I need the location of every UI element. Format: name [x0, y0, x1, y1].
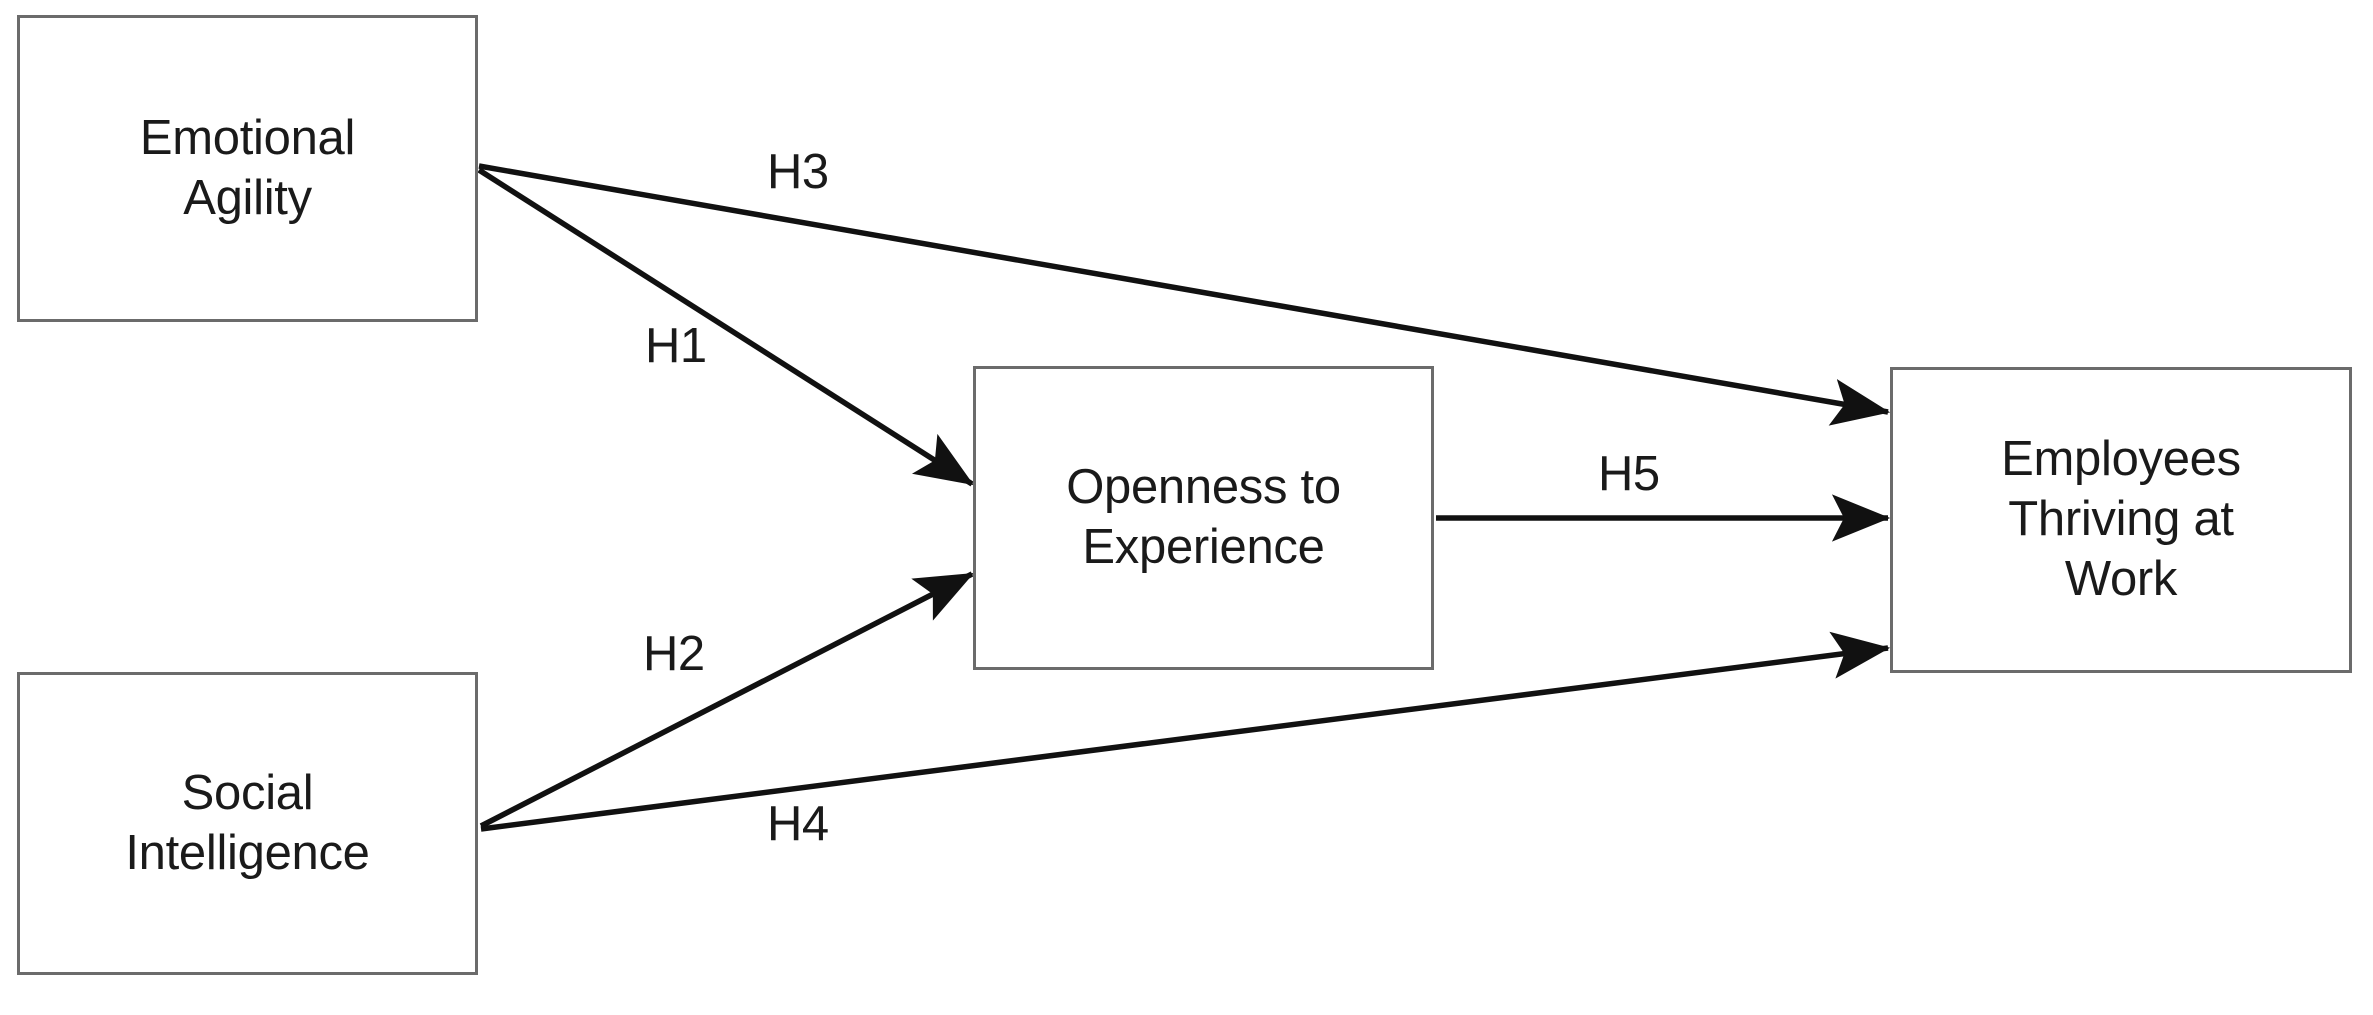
edge-label-h1: H1 [645, 319, 707, 373]
edge-label-h4: H4 [767, 797, 829, 851]
edge-label-h5: H5 [1598, 447, 1660, 501]
node-label-social-intelligence: Social Intelligence [125, 765, 370, 880]
node-social-intelligence[interactable]: Social Intelligence [17, 672, 478, 975]
edge-label-h3: H3 [767, 145, 829, 199]
edge-line-h3 [478, 163, 1891, 426]
node-openness-to-experience[interactable]: Openness to Experience [973, 366, 1434, 670]
node-label-openness-to-experience: Openness to Experience [1066, 460, 1341, 574]
edge-line-h1 [477, 167, 974, 487]
edge-label-h2: H2 [643, 627, 705, 681]
edge-line-h4 [480, 631, 1891, 832]
node-employees-thriving-at-work[interactable]: Employees Thriving at Work [1890, 367, 2352, 673]
node-emotional-agility[interactable]: Emotional Agility [17, 15, 478, 322]
node-label-emotional-agility: Emotional Agility [139, 110, 356, 225]
edge-line-h2 [479, 571, 974, 829]
node-label-employees-thriving-at-work: Employees Thriving at Work [2001, 432, 2241, 606]
